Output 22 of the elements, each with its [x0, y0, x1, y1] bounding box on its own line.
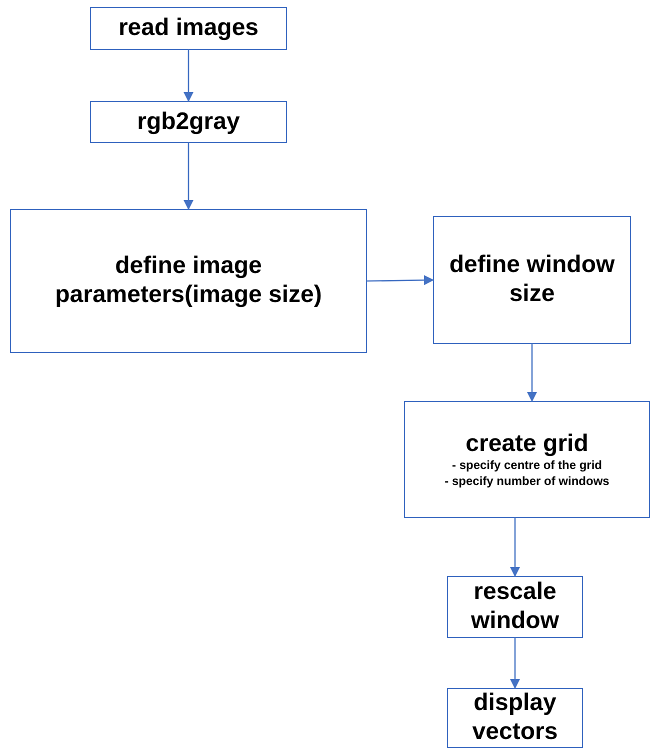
- process-box: [404, 401, 650, 518]
- arrow: [184, 143, 194, 210]
- arrow: [367, 275, 434, 286]
- box-title: define window size: [448, 251, 616, 309]
- box-title: rescale window: [470, 578, 560, 636]
- box-title: create grid: [466, 430, 588, 458]
- process-box: [90, 7, 287, 50]
- box-title: read images: [118, 14, 259, 43]
- process-box: [90, 101, 287, 143]
- process-box: [447, 576, 583, 638]
- box-title: define image parameters(image size): [54, 252, 323, 310]
- arrow: [510, 518, 520, 577]
- process-box: [433, 216, 631, 344]
- process-box: [447, 688, 583, 748]
- arrow: [527, 344, 537, 402]
- arrow: [184, 50, 194, 102]
- arrow: [510, 638, 520, 689]
- box-title: rgb2gray: [137, 108, 240, 136]
- box-title: display vectors: [471, 689, 559, 747]
- bullet-text: - specify number of windows: [444, 474, 610, 490]
- bullet-text: - specify centre of the grid: [452, 458, 602, 474]
- process-box: [10, 209, 367, 353]
